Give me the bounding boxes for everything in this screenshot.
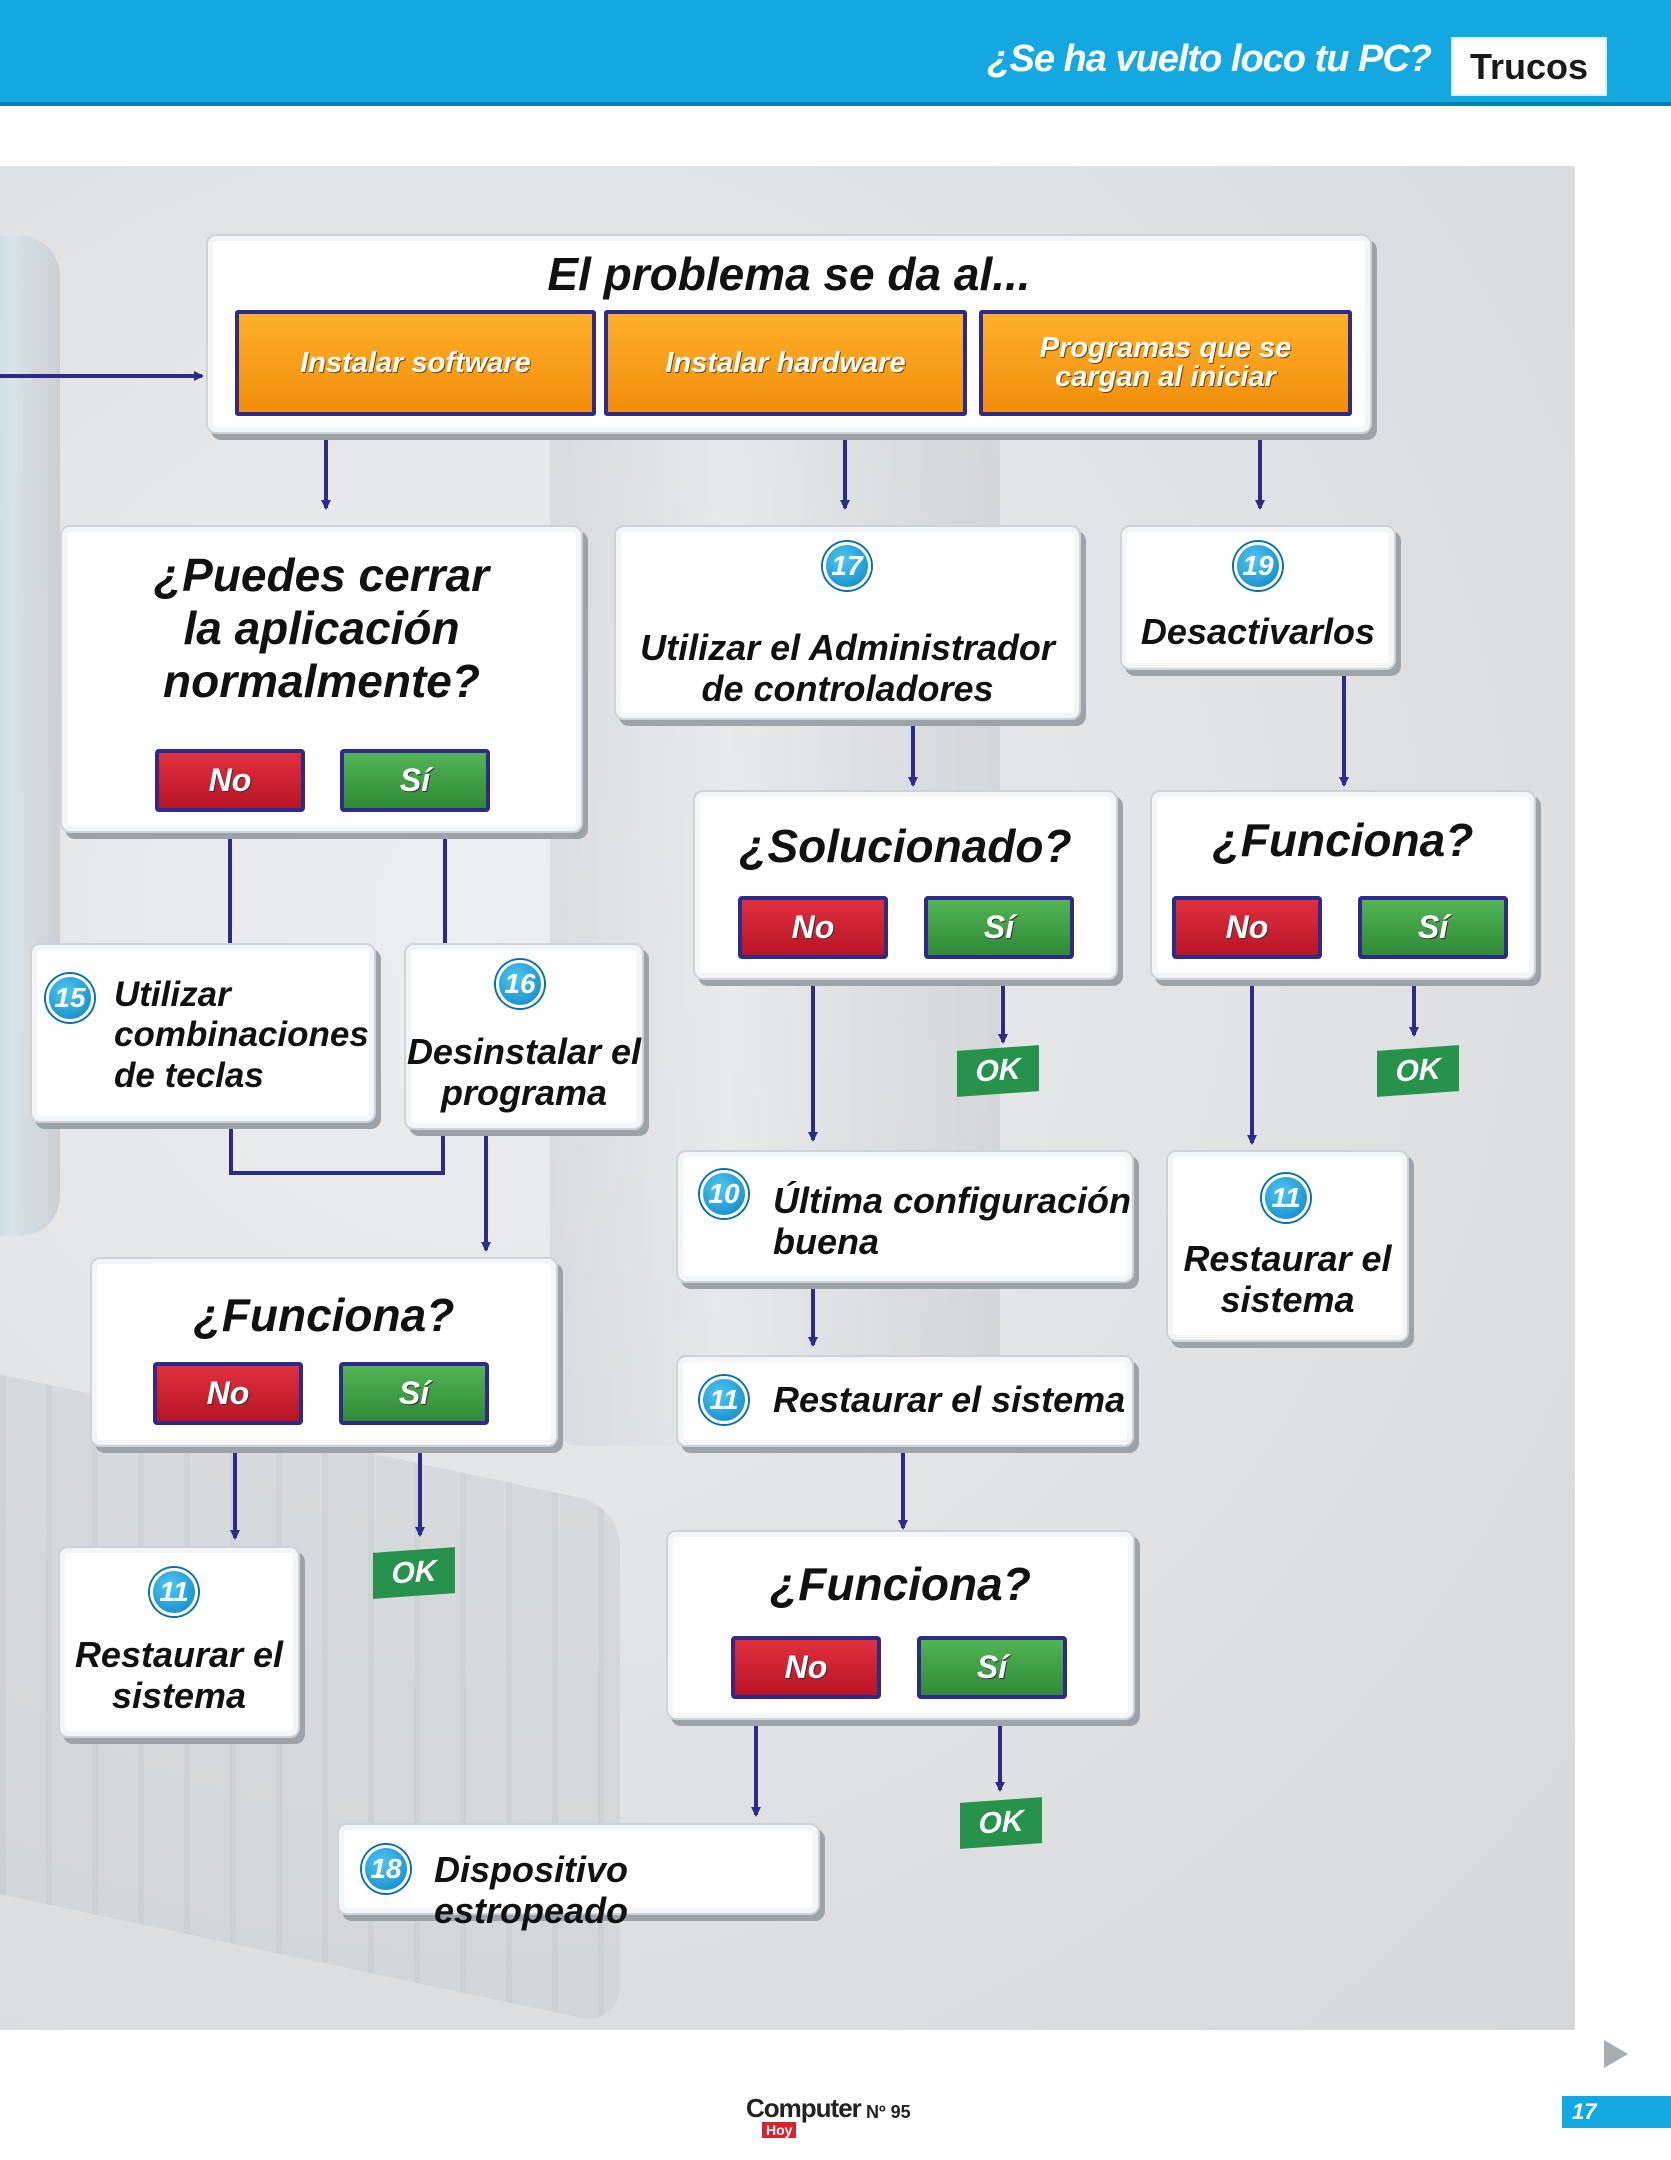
step-11-mid-text: Restaurar el sistema — [773, 1379, 1126, 1420]
header-title: ¿Se ha vuelto loco tu PC? — [987, 38, 1432, 80]
close-app-question: ¿Puedes cerrar la aplicación normalmente… — [154, 549, 489, 707]
step-19-text: Desactivarlos — [1140, 611, 1376, 652]
ok-works-right: OK — [1377, 1045, 1459, 1097]
works-mid-si-button[interactable]: Sí — [917, 1636, 1067, 1699]
works-right-si-button[interactable]: Sí — [1358, 896, 1508, 959]
step-11-mid-badge: 11 — [700, 1376, 748, 1424]
close-app-question-box: ¿Puedes cerrar la aplicación normalmente… — [60, 525, 583, 833]
close-si-button[interactable]: Sí — [340, 749, 490, 812]
step-16-text: Desinstalar el programa — [406, 1031, 642, 1114]
step-11-right-badge: 11 — [1262, 1174, 1310, 1222]
works-right-no-button[interactable]: No — [1172, 896, 1322, 959]
magazine-logo-sub: Hoy — [762, 2122, 797, 2138]
section-tab[interactable]: Trucos — [1451, 37, 1607, 96]
close-no-button[interactable]: No — [155, 749, 305, 812]
step-19-box: Desactivarlos — [1120, 525, 1396, 670]
ok-works-left: OK — [373, 1547, 455, 1599]
step-15-text: Utilizar combinaciones de teclas — [114, 975, 369, 1095]
step-11-left-badge: 11 — [150, 1568, 198, 1616]
option-startup-programs[interactable]: Programas que se cargan al iniciar — [979, 310, 1352, 416]
step-10-text: Última configuración buena — [773, 1180, 1132, 1263]
problem-question: El problema se da al... — [547, 248, 1031, 300]
step-11-right-box: Restaurar el sistema — [1166, 1150, 1409, 1342]
option-install-hardware[interactable]: Instalar hardware — [604, 310, 967, 416]
option-install-software[interactable]: Instalar software — [235, 310, 596, 416]
step-16-badge: 16 — [496, 960, 544, 1008]
step-18-box: Dispositivo estropeado — [337, 1823, 820, 1931]
step-11-right-text: Restaurar el sistema — [1183, 1238, 1392, 1321]
magazine-logo: Computer — [746, 2093, 862, 2123]
ok-works-mid: OK — [960, 1797, 1042, 1849]
step-19-badge: 19 — [1234, 542, 1282, 590]
header-bar — [0, 0, 1671, 106]
works-left-si-button[interactable]: Sí — [339, 1362, 489, 1425]
step-11-mid-box: Restaurar el sistema — [676, 1355, 1134, 1447]
works-right-question: ¿Funciona? — [1212, 814, 1474, 866]
next-page-arrow-icon[interactable] — [1604, 2040, 1628, 2068]
step-10-box: Última configuración buena — [676, 1150, 1134, 1283]
arrow-15-16 — [229, 1116, 448, 1175]
step-18-badge: 18 — [362, 1845, 410, 1893]
solved-no-button[interactable]: No — [738, 896, 888, 959]
solved-si-button[interactable]: Sí — [924, 896, 1074, 959]
step-17-badge: 17 — [823, 542, 871, 590]
works-left-question: ¿Funciona? — [193, 1289, 455, 1341]
ok-solved: OK — [957, 1045, 1039, 1097]
page-number: 17 — [1562, 2096, 1671, 2128]
step-15-badge: 15 — [46, 974, 94, 1022]
step-15-box: Utilizar combinaciones de teclas — [30, 943, 376, 1123]
solved-question: ¿Solucionado? — [739, 820, 1072, 872]
step-10-badge: 10 — [700, 1170, 748, 1218]
step-11-left-text: Restaurar el sistema — [74, 1634, 284, 1717]
step-18-text: Dispositivo estropeado — [434, 1849, 629, 1932]
works-mid-no-button[interactable]: No — [731, 1636, 881, 1699]
issue-number: Nº 95 — [866, 2102, 911, 2122]
works-left-no-button[interactable]: No — [153, 1362, 303, 1425]
step-17-text: Utilizar el Administrador de controlador… — [640, 627, 1055, 710]
works-mid-question: ¿Funciona? — [770, 1558, 1031, 1610]
